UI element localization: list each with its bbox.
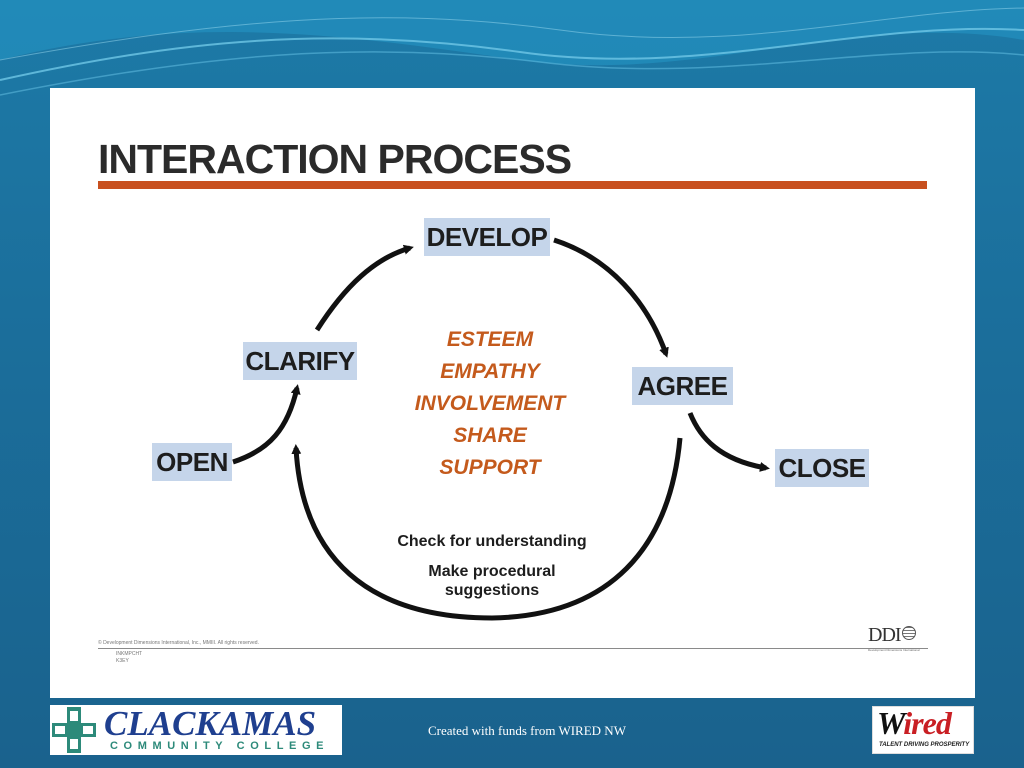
college-subtitle: COMMUNITY COLLEGE — [110, 740, 330, 752]
wired-logo: Wired TALENT DRIVING PROSPERITY — [872, 705, 974, 754]
slide-footer-rule — [98, 648, 928, 649]
arrow-clarify-to-develop — [314, 244, 414, 332]
arrow-open-to-clarify — [232, 384, 301, 465]
slide-reference-code: INKMPCHT K3EY — [116, 651, 143, 664]
value-share: SHARE — [453, 424, 527, 447]
arrow-loop-back-to-clarify — [291, 437, 683, 621]
value-esteem: ESTEEM — [446, 328, 534, 351]
slide-panel: INTERACTION PROCESS DEVELOP CLARIFY AGRE… — [50, 88, 975, 698]
clackamas-logo: CLACKAMAS COMMUNITY COLLEGE — [50, 705, 342, 755]
arrow-agree-to-close — [687, 412, 770, 472]
note-check-understanding: Check for understanding — [397, 533, 587, 550]
arrow-develop-to-agree — [553, 237, 669, 358]
wired-tagline: TALENT DRIVING PROSPERITY — [879, 742, 970, 748]
process-cycle-arrows — [232, 237, 770, 621]
stage-close: CLOSE — [775, 449, 869, 487]
stage-open: OPEN — [152, 443, 232, 481]
note-procedural-suggestions: Make procedural suggestions — [428, 563, 556, 599]
value-empathy: EMPATHY — [440, 360, 540, 383]
cross-emblem-icon — [52, 707, 96, 753]
header-wave-decoration — [0, 0, 1024, 96]
stage-clarify: CLARIFY — [243, 342, 357, 380]
stage-develop: DEVELOP — [424, 218, 550, 256]
ddi-logo: DDI Development Dimensions International — [868, 624, 920, 652]
globe-icon — [901, 626, 916, 640]
funding-credit: Created with funds from WIRED NW — [428, 723, 626, 738]
stage-agree: AGREE — [632, 367, 733, 405]
copyright-text: © Development Dimensions International, … — [98, 640, 259, 646]
title-underline — [98, 181, 927, 189]
values-list: ESTEEM EMPATHY INVOLVEMENT SHARE SUPPORT — [395, 324, 585, 484]
value-involvement: INVOLVEMENT — [414, 392, 566, 415]
value-support: SUPPORT — [439, 456, 541, 479]
college-name: CLACKAMAS — [104, 704, 317, 743]
slide-title: INTERACTION PROCESS — [98, 136, 572, 182]
